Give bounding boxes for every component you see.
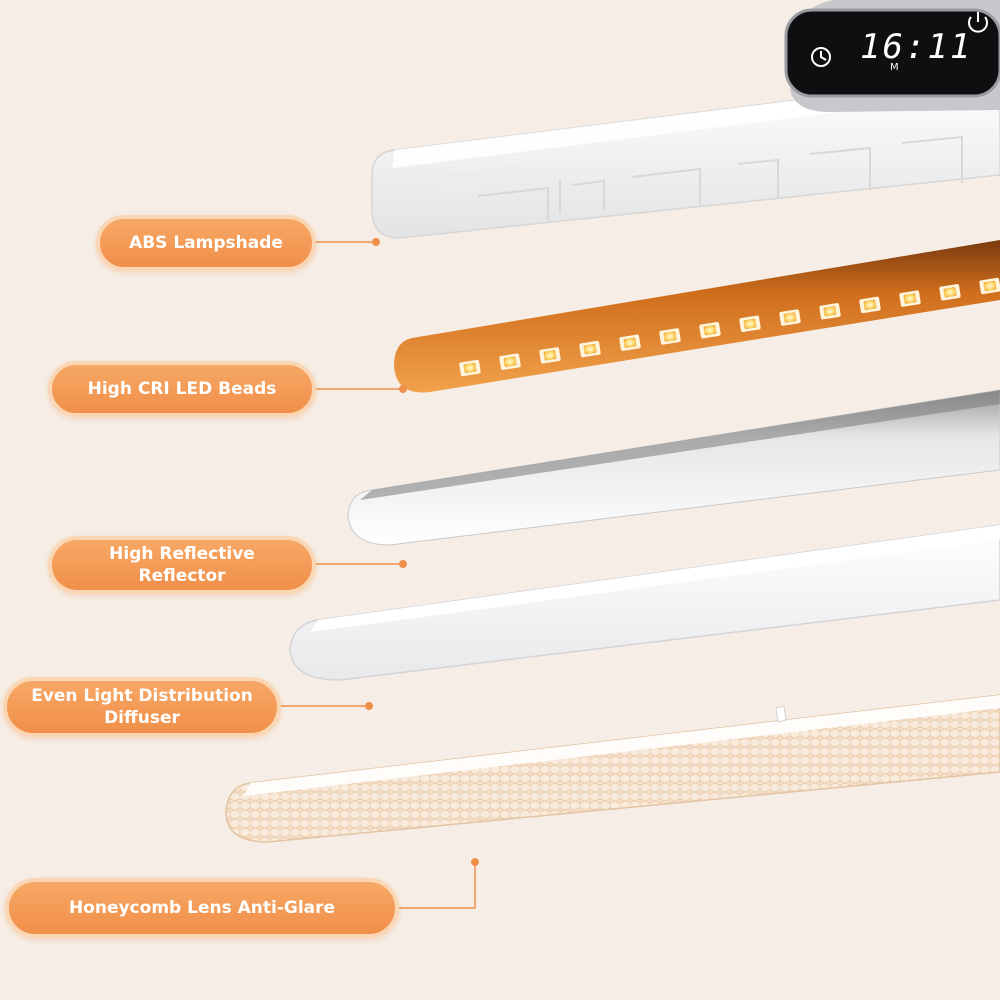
label-abs-lampshade: ABS Lampshade (96, 215, 316, 271)
label-led-beads-text: High CRI LED Beads (87, 379, 277, 399)
display-time: 16:11 (860, 27, 972, 67)
reflector-part (347, 389, 1000, 546)
led-bead-core (583, 343, 597, 355)
label-honeycomb-lens: Honeycomb Lens Anti-Glare (5, 878, 399, 938)
led-bead-core (983, 280, 997, 292)
led-bead-core (903, 293, 917, 304)
led-bead-core (503, 356, 517, 367)
power-icon (968, 12, 988, 33)
digital-display: 16:11 M (784, 0, 1000, 112)
diffuser-part (289, 524, 1000, 681)
led-bead-core (823, 306, 837, 317)
label-diffuser-line2: Diffuser (104, 708, 180, 728)
led-bead-core (783, 312, 797, 323)
led-bead-core (543, 350, 557, 361)
label-honeycomb-text: Honeycomb Lens Anti-Glare (68, 898, 336, 918)
label-diffuser-line1: Even Light Distribution (31, 686, 253, 706)
led-bead-core (743, 318, 757, 330)
label-abs-lampshade-text: ABS Lampshade (129, 233, 283, 253)
leader-lines (278, 238, 479, 909)
label-high-reflective-reflector: High Reflective Reflector (48, 536, 316, 594)
led-bead-core (703, 324, 717, 336)
label-even-light-diffuser: Even Light Distribution Diffuser (3, 677, 281, 737)
led-bead-core (663, 331, 677, 342)
clock-icon (811, 47, 831, 67)
led-beads (459, 277, 1000, 377)
honeycomb-lens-part (225, 694, 1000, 843)
label-high-cri-led-beads: High CRI LED Beads (48, 361, 316, 417)
led-bead-core (623, 337, 637, 348)
led-strip-part (394, 240, 1000, 393)
led-bead-core (863, 299, 877, 311)
led-bead-core (463, 362, 477, 374)
label-reflector-line1: High Reflective (109, 544, 255, 564)
display-mode: M (890, 62, 899, 73)
led-bead-core (943, 287, 957, 298)
label-reflector-line2: Reflector (138, 566, 226, 586)
